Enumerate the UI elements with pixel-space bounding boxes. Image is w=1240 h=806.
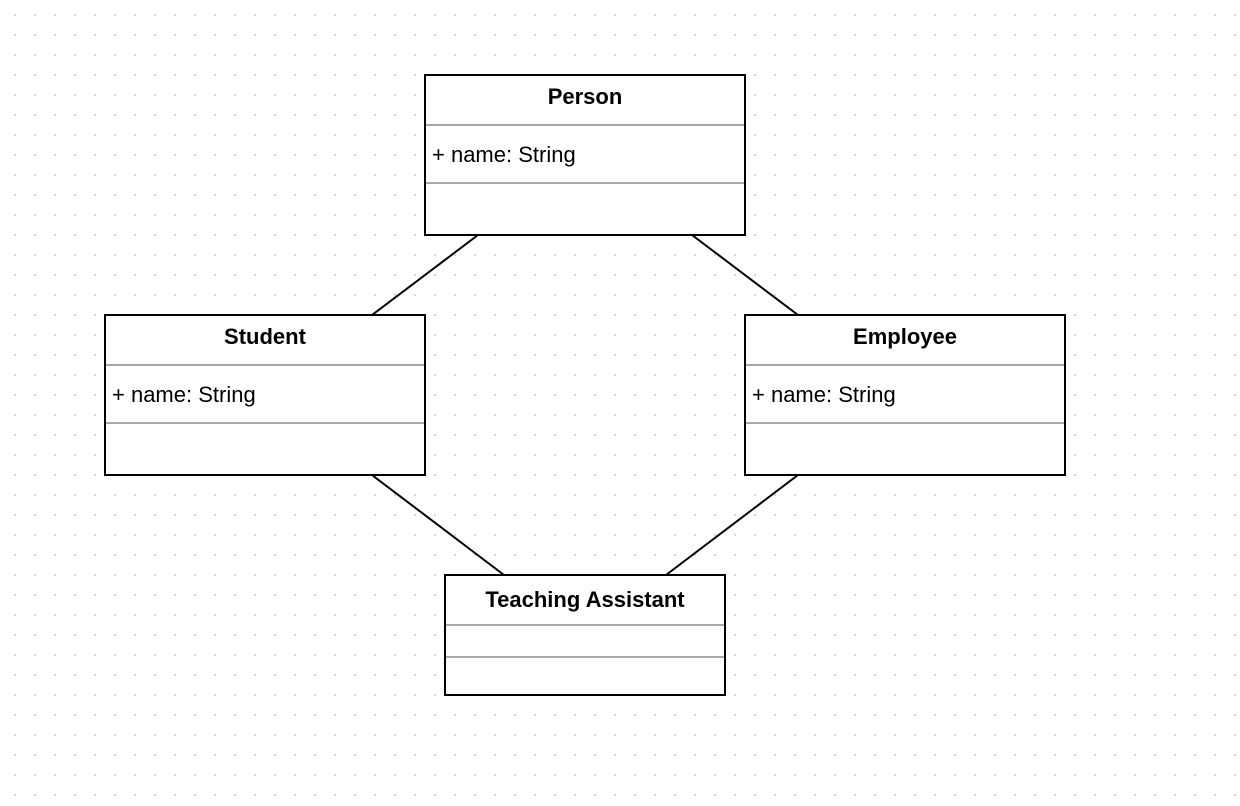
connector-person-employee[interactable] xyxy=(691,234,799,316)
attribute: + name: String xyxy=(112,382,256,407)
attributes-compartment: + name: String xyxy=(426,126,744,184)
class-name: Teaching Assistant xyxy=(446,576,724,626)
attributes-compartment xyxy=(446,626,724,658)
class-name: Employee xyxy=(746,316,1064,366)
class-teaching-assistant[interactable]: Teaching Assistant xyxy=(444,574,726,696)
class-student[interactable]: Student + name: String xyxy=(104,314,426,476)
class-name: Student xyxy=(106,316,424,366)
connector-employee-ta[interactable] xyxy=(665,474,799,576)
attribute: + name: String xyxy=(432,142,576,167)
attribute: + name: String xyxy=(752,382,896,407)
connector-student-ta[interactable] xyxy=(371,474,505,576)
class-name: Person xyxy=(426,76,744,126)
class-employee[interactable]: Employee + name: String xyxy=(744,314,1066,476)
class-person[interactable]: Person + name: String xyxy=(424,74,746,236)
attributes-compartment: + name: String xyxy=(106,366,424,424)
attributes-compartment: + name: String xyxy=(746,366,1064,424)
connector-person-student[interactable] xyxy=(371,234,479,316)
